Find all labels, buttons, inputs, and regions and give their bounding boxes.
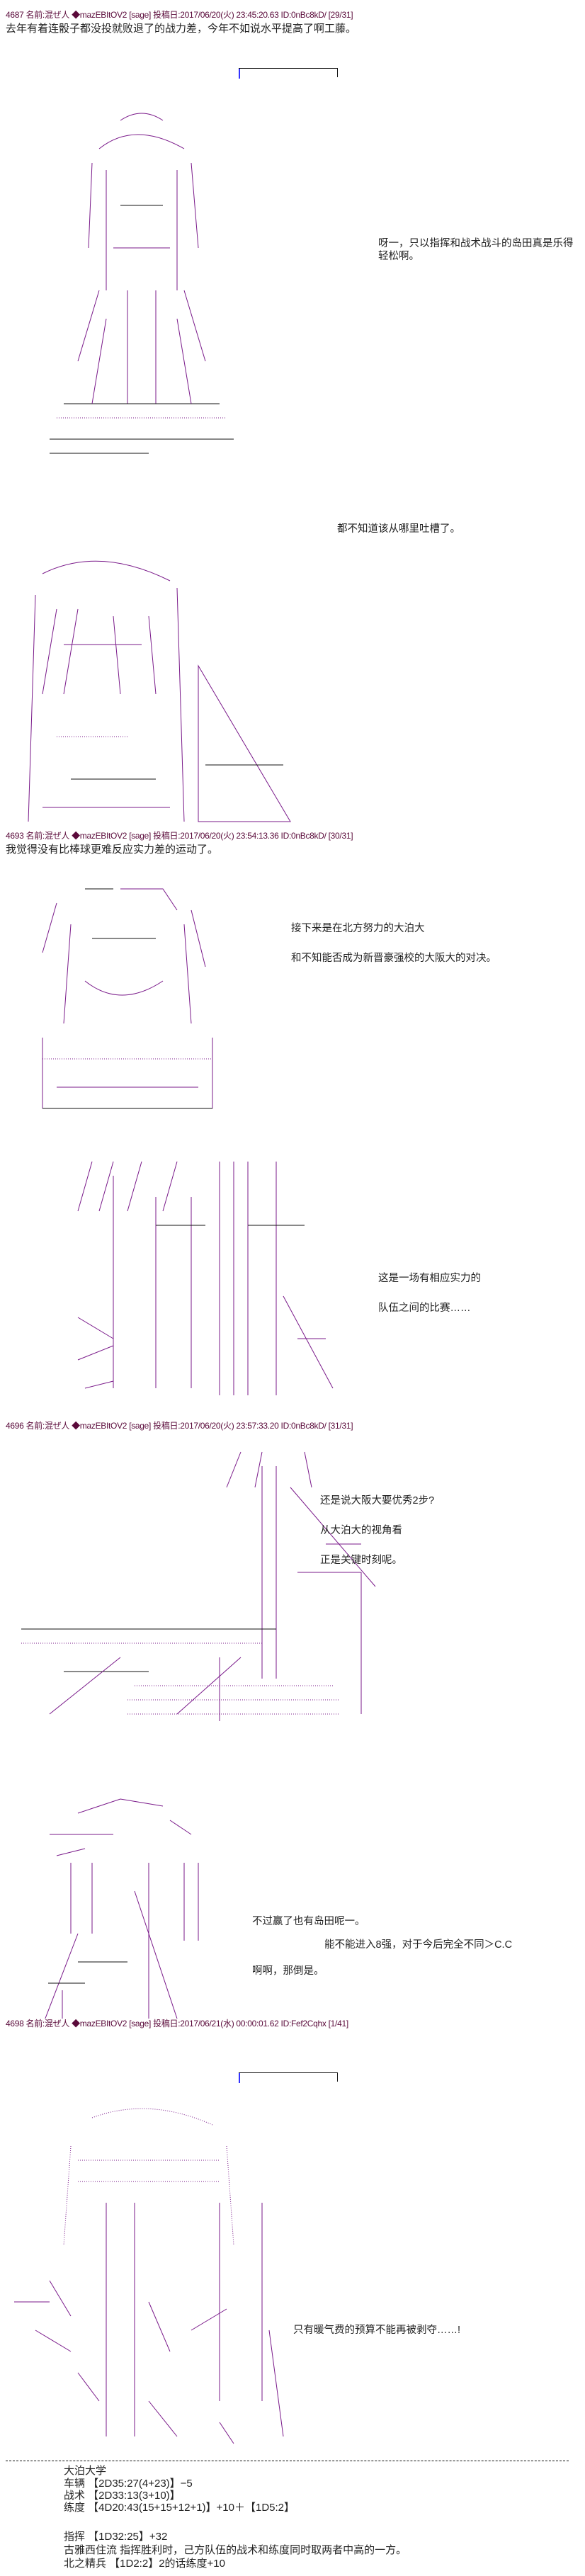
ascii-art-figure: [71, 1154, 354, 1409]
stat-line: 指挥 【1D32:25】+32: [64, 2531, 168, 2543]
dialogue-text: 还是说大阪大要优秀2步?: [320, 1495, 435, 1507]
dialogue-text: 从大泊大的视角看: [320, 1525, 402, 1536]
section-bracket: [239, 68, 338, 79]
stat-line: 北之精兵 【1D2:2】2的话练度+10: [64, 2558, 225, 2570]
post-header: 4698 名前:混ぜ人 ◆mazEBItOV2 [sage] 投稿日:2017/…: [6, 2019, 348, 2029]
post-body: 去年有着连骰子都没投就败退了的战力差，今年不如说水平提高了啊工藤。: [6, 23, 357, 35]
dialogue-text: 都不知道该从哪里吐槽了。: [337, 523, 460, 535]
dialogue-text: 能不能进入8强，对于今后完全不同＞C.C: [324, 1939, 513, 1951]
ascii-art-figure: [14, 882, 255, 1137]
dialogue-text: 和不知能否成为新晋豪强校的大阪大的对决。: [291, 953, 496, 964]
section-bracket: [239, 2072, 338, 2083]
ascii-art-figure: [14, 552, 312, 836]
post-body: 我觉得没有比棒球更难反应实力差的运动了。: [6, 844, 219, 856]
ascii-art-figure: [7, 1445, 390, 1721]
stat-line: 古雅西住流 指挥胜利时，己方队伍的战术和练度同时取两者中高的一方。: [64, 2544, 407, 2556]
dialogue-text: 不过赢了也有岛田呢一。: [252, 1916, 365, 1927]
dialogue-text: 这是一场有相应实力的: [378, 1273, 481, 1284]
dialogue-text: 呀一，只以指挥和战术战斗的岛田真是乐得轻松啊。: [378, 238, 574, 262]
dialogue-text: 接下来是在北方努力的大泊大: [291, 923, 425, 934]
ascii-art-figure: [21, 106, 248, 517]
stat-line: 练度 【4D20:43(15+15+12+1)】+10＋【1D5:2】: [64, 2502, 295, 2514]
ascii-art-figure: [7, 2104, 290, 2458]
ascii-art-figure: [7, 1792, 234, 2019]
team-name: 大泊大学: [64, 2465, 107, 2477]
dialogue-text: 只有暖气费的预算不能再被剥夺……!: [293, 2325, 461, 2336]
stat-line: 车辆 【2D35:27(4+23)】−5: [64, 2478, 193, 2490]
dialogue-text: 啊啊，那倒是。: [252, 1965, 324, 1977]
post-header: 4687 名前:混ぜ人 ◆mazEBItOV2 [sage] 投稿日:2017/…: [6, 10, 353, 20]
post-header: 4696 名前:混ぜ人 ◆mazEBItOV2 [sage] 投稿日:2017/…: [6, 1421, 353, 1431]
dialogue-text: 正是关键时刻呢。: [320, 1555, 402, 1566]
post-header: 4693 名前:混ぜ人 ◆mazEBItOV2 [sage] 投稿日:2017/…: [6, 831, 353, 841]
stat-line: 战术 【2D33:13(3+10)】: [64, 2490, 181, 2502]
dialogue-text: 队伍之间的比赛……: [378, 1303, 471, 1314]
